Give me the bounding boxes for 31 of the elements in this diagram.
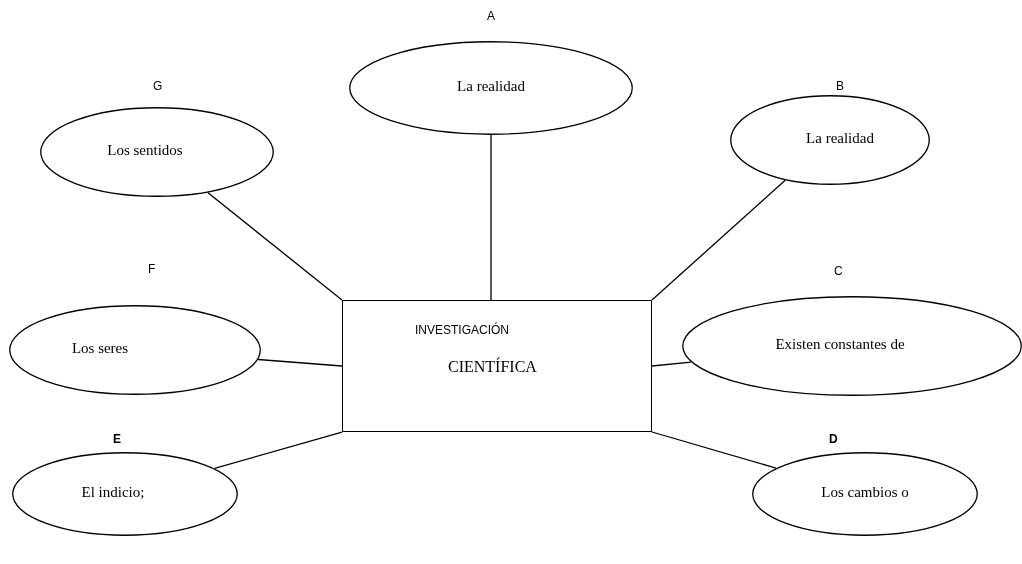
connector-line bbox=[651, 361, 692, 367]
node-letter: B bbox=[836, 79, 844, 93]
node-text: INVESTIGACIÓN bbox=[415, 323, 509, 337]
ellipse-node bbox=[730, 95, 930, 185]
node-text: Existen constantes de bbox=[775, 336, 905, 352]
node-text: Los cambios o bbox=[821, 484, 909, 500]
node-letter: G bbox=[153, 79, 163, 93]
connector-line bbox=[651, 179, 786, 301]
node-letter: E bbox=[113, 432, 121, 446]
connector-line bbox=[213, 431, 343, 470]
ellipse-node bbox=[9, 305, 261, 395]
node-text: CIENTÍFICA bbox=[448, 358, 537, 376]
ellipse-node bbox=[752, 452, 978, 536]
connector-line bbox=[651, 431, 777, 469]
node-letter: A bbox=[487, 9, 495, 23]
ellipse-node bbox=[12, 452, 238, 536]
node-letter: C bbox=[834, 264, 843, 278]
node-letter: F bbox=[148, 262, 156, 276]
ellipse-node bbox=[349, 41, 633, 135]
node-text: La realidad bbox=[806, 130, 874, 146]
node-text: El indicio; bbox=[81, 484, 145, 500]
ellipse-node bbox=[682, 296, 1022, 396]
node-text: Los seres bbox=[71, 340, 129, 356]
process-box bbox=[342, 300, 652, 432]
connector-line bbox=[257, 358, 343, 367]
connector-line bbox=[490, 134, 492, 301]
node-text: La realidad bbox=[457, 78, 525, 94]
node-letter: D bbox=[829, 432, 838, 446]
ellipse-node bbox=[40, 107, 274, 197]
node-text: Los sentidos bbox=[107, 142, 183, 158]
connector-line bbox=[207, 191, 343, 301]
